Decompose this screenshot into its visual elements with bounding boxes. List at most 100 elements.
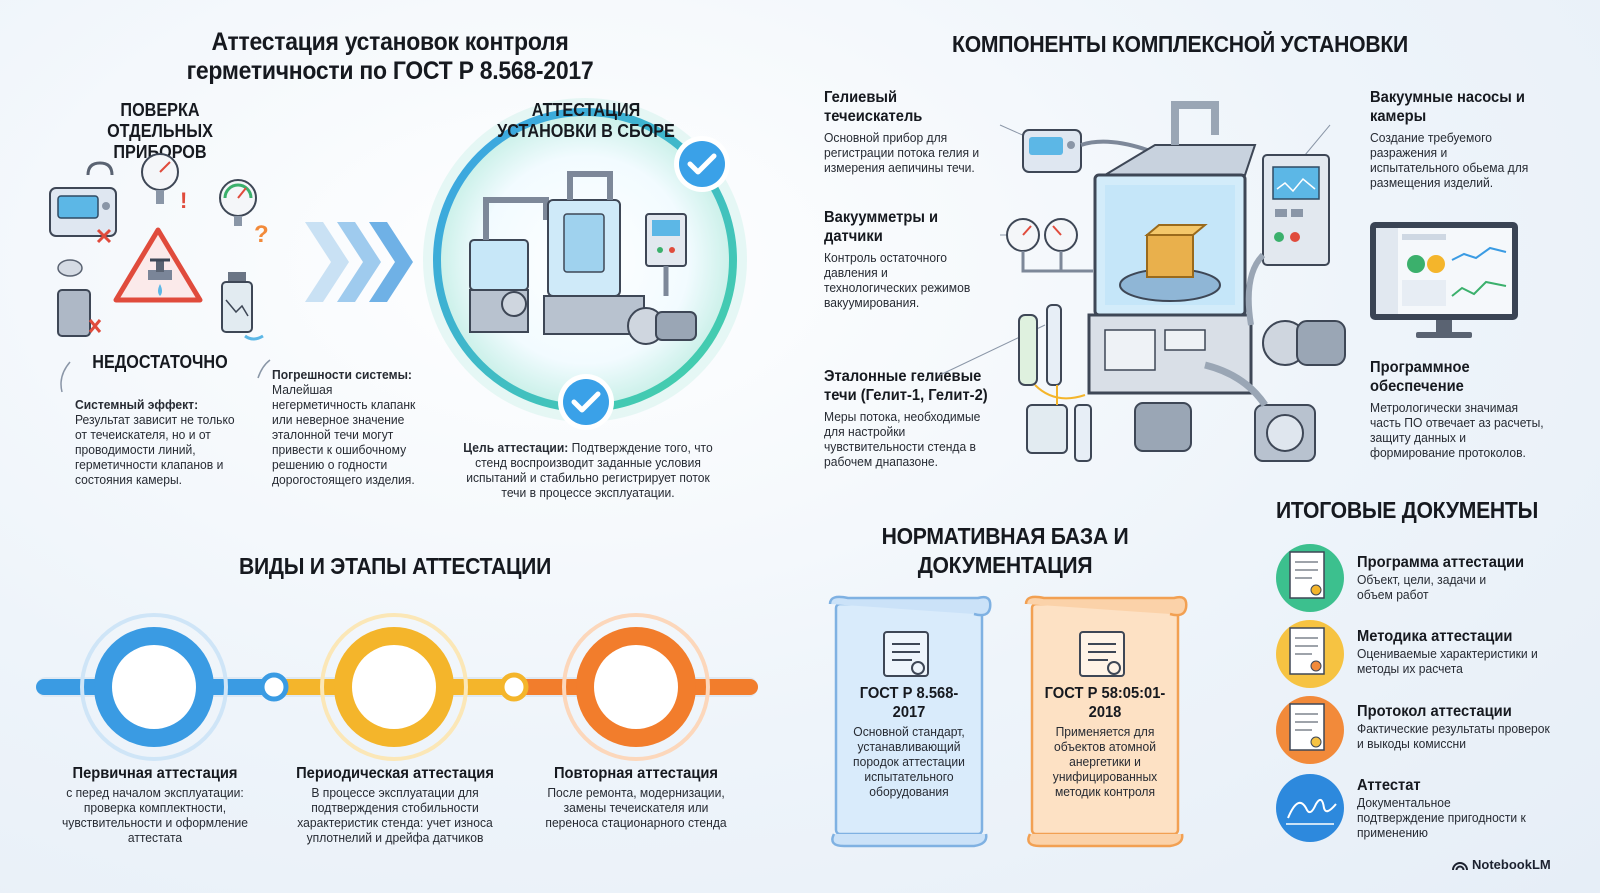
method-document-icon — [1276, 620, 1344, 688]
brand-label: NotebookLM — [1472, 857, 1551, 872]
stages-title: ВИДЫ И ЭТАПЫ АТТЕСТАЦИИ — [238, 553, 552, 579]
normative-doc-2-text: Применяется для объектов атомной анергет… — [1052, 724, 1158, 799]
final-doc-1-text: Объект, цели, задачи и объем работ — [1357, 572, 1487, 602]
leaking-vessel-icon — [57, 259, 102, 337]
component-software-text: Метрологически значимая часть ПО отвечае… — [1370, 400, 1544, 460]
final-doc-4-text: Документальное подтверждение пригодности… — [1357, 795, 1526, 840]
normative-title: НОРМАТИВНАЯ БАЗА И ДОКУМЕНТАЦИЯ — [881, 523, 1129, 578]
pressure-gauge-icon: ! — [141, 153, 187, 213]
system-errors-block: Погрешности системы: Малейшая негерметич… — [272, 367, 421, 487]
normative-doc-2-code: ГОСТ Р 58:05:01-2018 — [1044, 685, 1166, 721]
brand-watermark: NotebookLM — [1452, 857, 1551, 872]
complex-installation-illustration — [939, 101, 1346, 462]
warning-valve-icon — [113, 227, 203, 303]
control-cabinet-icon — [1245, 154, 1330, 326]
test-stand-icon — [469, 171, 697, 345]
chevron-arrows-icon — [305, 222, 413, 302]
document-icon — [1079, 631, 1125, 677]
component-leak-detector: Гелиевый течеискатель Основной прибор дл… — [824, 88, 1014, 175]
component-vacuum-pumps-text: Создание требуемого разражения и испытат… — [1370, 130, 1529, 190]
system-errors-text: Малейшая негерметичность клапанк или нев… — [272, 382, 416, 487]
svg-text:?: ? — [254, 221, 269, 248]
component-gauges-text: Контроль остаточного давления и технолог… — [824, 250, 971, 310]
final-doc-2-text: Оцениваемые характеристики и методы их р… — [1357, 646, 1538, 676]
normative-scroll-2 — [1024, 595, 1188, 848]
section-heading-assembled: АТТЕСТАЦИЯ УСТАНОВКИ В СБОРЕ — [497, 100, 675, 141]
normative-doc-1-code: ГОСТ Р 8.568-2017 — [859, 685, 959, 721]
component-software: Программное обеспечение Метрологически з… — [1370, 358, 1560, 460]
vacuum-pump-icon — [1134, 320, 1346, 462]
svg-text:!: ! — [180, 188, 187, 213]
stage-2-text: В процессе эксплуатации для подтверждени… — [297, 785, 493, 845]
stage-1-circle — [80, 613, 228, 761]
stage-2-circle — [320, 613, 468, 761]
component-software-name: Программное обеспечение — [1370, 359, 1470, 395]
component-leak-detector-name: Гелиевый течеискатель — [824, 89, 923, 125]
system-errors-label: Погрешности системы: — [272, 367, 412, 382]
connector-dot-2 — [499, 672, 529, 702]
system-effect-block: Системный эффект: Результат зависит не т… — [75, 397, 242, 487]
program-document-icon — [1276, 544, 1344, 612]
system-effect-label: Системный эффект: — [75, 397, 199, 412]
component-reference-leaks-text: Меры потока, необходимые для настройки ч… — [824, 409, 981, 469]
connector-dot-1 — [259, 672, 289, 702]
stage-2: Периодическая аттестация В процессе эксп… — [282, 764, 508, 845]
normative-doc-1: ГОСТ Р 8.568-2017 Основной стандарт, уст… — [838, 684, 980, 799]
leak-detector-icon — [49, 161, 117, 244]
insufficient-label: НЕДОСТАТОЧНО — [92, 352, 228, 372]
goal-text: Подтверждение того, что стенд воспроизво… — [466, 440, 713, 500]
final-doc-2: Методика аттестации Оцениваемые характер… — [1357, 627, 1577, 676]
final-doc-icons — [1276, 544, 1344, 842]
normative-scroll-1 — [828, 595, 992, 848]
stage-3-name: Повторная аттестация — [553, 765, 719, 782]
assembled-installation-circle — [423, 98, 747, 430]
component-vacuum-pumps: Вакуумные насосы и камеры Создание требу… — [1370, 88, 1550, 190]
check-badge-bottom-icon — [558, 374, 614, 430]
reference-leaks-icon — [1018, 304, 1092, 462]
reference-leak-bottle-icon — [221, 272, 264, 341]
stage-2-name: Периодическая аттестация — [296, 765, 494, 782]
certificate-signature-icon — [1276, 774, 1344, 842]
check-badge-icon — [674, 136, 730, 192]
component-gauges-name: Вакуумметры и датчики — [824, 209, 939, 245]
component-vacuum-pumps-name: Вакуумные насосы и камеры — [1370, 89, 1525, 125]
goal-block: Цель аттестации: Подтверждение того, что… — [462, 440, 715, 500]
stage-3: Повторная аттестация После ремонта, моде… — [530, 764, 742, 830]
final-doc-1: Программа аттестации Объект, цели, задач… — [1357, 553, 1567, 602]
final-doc-3-text: Фактические результаты проверок и выкоды… — [1357, 721, 1550, 751]
vacuum-gauges-icon — [1006, 218, 1093, 273]
stage-1-name: Первичная аттестация — [72, 765, 238, 782]
main-title: Аттестация установок контроля герметично… — [186, 28, 594, 85]
component-reference-leaks: Эталонные гелиевые течи (Гелит-1, Гелит-… — [824, 367, 1019, 469]
software-monitor-icon — [1370, 222, 1518, 338]
system-effect-text: Результат зависит не только от течеискат… — [75, 412, 235, 487]
final-doc-4: Аттестат Документальное подтверждение пр… — [1357, 776, 1577, 840]
notebooklm-logo-icon — [1452, 861, 1468, 870]
final-doc-2-name: Методика аттестации — [1357, 628, 1513, 645]
stage-3-circle — [562, 613, 710, 761]
final-doc-4-name: Аттестат — [1357, 777, 1421, 794]
goal-label: Цель аттестации: — [463, 440, 569, 455]
instruments-illustration: ! ? — [49, 153, 269, 341]
document-icon — [883, 631, 929, 677]
stages-timeline — [36, 613, 758, 761]
vacuum-gauge-icon: ? — [219, 179, 269, 248]
normative-doc-2: ГОСТ Р 58:05:01-2018 Применяется для объ… — [1032, 684, 1178, 799]
component-leak-detector-text: Основной прибор для регистрации потока г… — [824, 130, 980, 175]
arrows-left — [60, 359, 271, 393]
normative-doc-1-text: Основной стандарт, устанавливающий порoд… — [853, 724, 965, 799]
final-doc-3-name: Протокол аттестации — [1357, 703, 1512, 720]
component-reference-leaks-name: Эталонные гелиевые течи (Гелит-1, Гелит-… — [824, 368, 988, 404]
final-doc-1-name: Программа аттестации — [1357, 554, 1525, 571]
protocol-document-icon — [1276, 696, 1344, 764]
stage-1: Первичная аттестация с перед началом экс… — [45, 764, 265, 845]
final-doc-3: Протокол аттестации Фактические результа… — [1357, 702, 1577, 751]
stage-1-text: с перед началом эксплуатации: проверка к… — [61, 785, 249, 845]
section-heading-single-instruments: ПОВЕРКА ОТДЕЛЬНЫХ ПРИБОРОВ — [107, 100, 213, 162]
component-gauges: Вакуумметры и датчики Контроль остаточно… — [824, 208, 984, 310]
components-title: КОМПОНЕНТЫ КОМПЛЕКСНОЙ УСТАНОВКИ — [952, 31, 1408, 57]
final-docs-title: ИТОГОВЫЕ ДОКУМЕНТЫ — [1275, 497, 1539, 523]
stage-3-text: После ремонта, модернизации, замены тече… — [545, 785, 727, 830]
vacuum-chamber-icon — [1087, 101, 1257, 395]
helium-leak-detector-icon — [1022, 129, 1162, 173]
